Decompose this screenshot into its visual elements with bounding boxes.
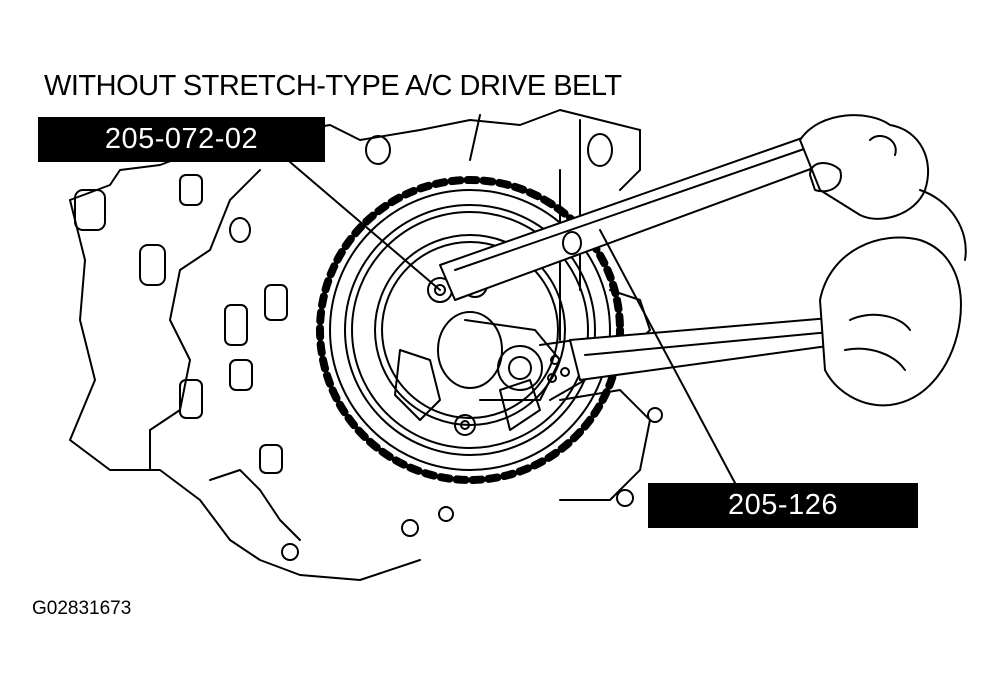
engine-block: [69, 109, 663, 581]
callout-leader-2: [599, 229, 736, 484]
callout-label-holding-tool: 205-072-02: [38, 117, 325, 162]
hand: [799, 114, 967, 407]
callout-label-wrench-tool: 205-126: [648, 483, 918, 528]
callout-leader-1: [289, 161, 441, 291]
diagram-title: WITHOUT STRETCH-TYPE A/C DRIVE BELT: [44, 70, 622, 102]
figure-id: G02831673: [32, 598, 132, 619]
